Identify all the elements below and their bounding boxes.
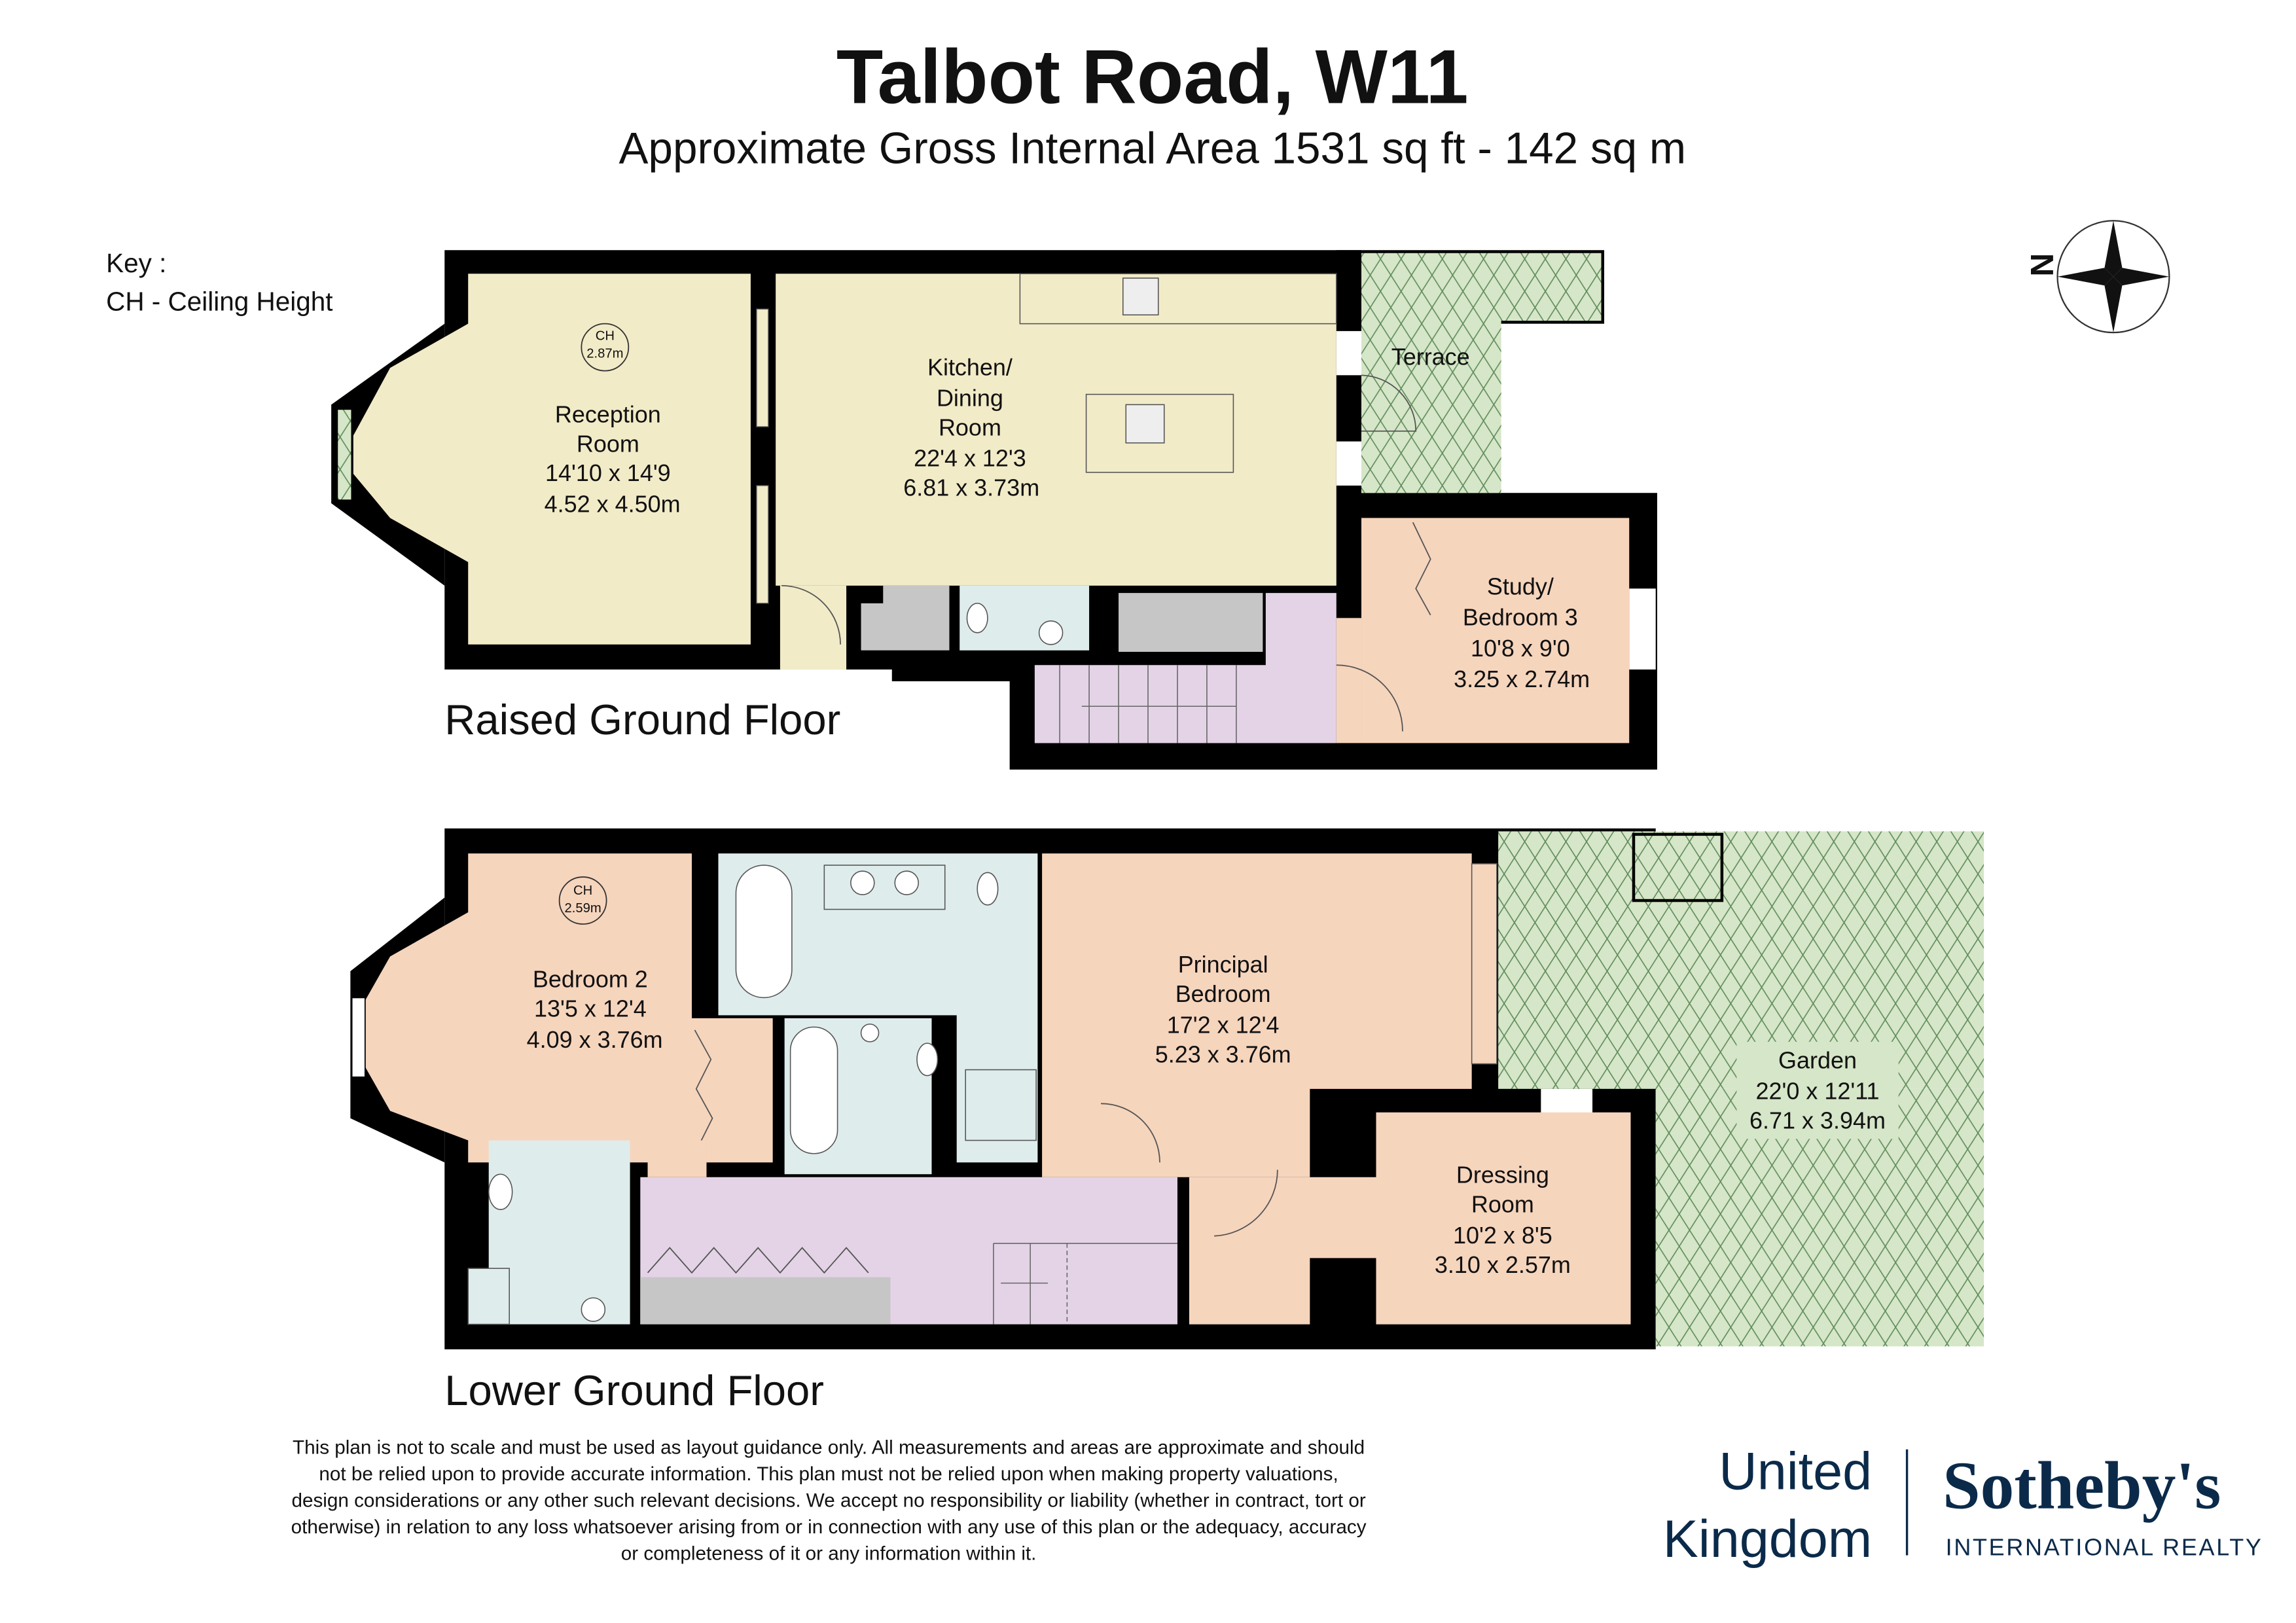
- svg-text:CH: CH: [596, 329, 615, 343]
- reception-room: [353, 274, 751, 645]
- room-label-bedroom-2: Bedroom 2 13'5 x 12'4 4.09 x 3.76m: [527, 966, 663, 1053]
- stairs: [1034, 593, 1336, 743]
- svg-text:10'2 x 8'5: 10'2 x 8'5: [1453, 1222, 1552, 1249]
- principal-bedroom: [1042, 853, 1472, 1177]
- svg-text:2.87m: 2.87m: [586, 346, 623, 361]
- hob-icon: [1125, 404, 1165, 444]
- room-label-terrace: Terrace: [1391, 344, 1470, 370]
- basin-icon: [1038, 620, 1064, 645]
- svg-text:not be relied upon to provide: not be relied upon to provide accurate i…: [319, 1463, 1338, 1485]
- kitchen-dining-room: [776, 274, 1336, 586]
- room-label-principal: Principal Bedroom 17'2 x 12'4 5.23 x 3.7…: [1155, 951, 1291, 1067]
- svg-text:22'4 x 12'3: 22'4 x 12'3: [914, 445, 1026, 472]
- svg-text:CH: CH: [573, 883, 592, 898]
- floor-label-raised-ground: Raised Ground Floor: [444, 696, 840, 743]
- ensuite: [488, 1140, 630, 1325]
- terrace-area: [1361, 253, 1602, 493]
- svg-text:2.59m: 2.59m: [565, 901, 601, 916]
- bathtub-icon: [735, 865, 793, 999]
- svg-text:Dressing: Dressing: [1456, 1162, 1549, 1188]
- study-bedroom-3: [1361, 518, 1630, 743]
- floor-label-lower-ground: Lower Ground Floor: [444, 1366, 824, 1414]
- room-label-garden: Garden 22'0 x 12'11 6.71 x 3.94m: [1736, 1041, 1899, 1139]
- svg-text:Dining: Dining: [937, 385, 1003, 412]
- shower-icon: [965, 1069, 1037, 1141]
- svg-text:This plan is not to scale and: This plan is not to scale and must be us…: [293, 1436, 1365, 1458]
- page-subtitle: Approximate Gross Internal Area 1531 sq …: [619, 124, 1686, 173]
- compass-rose-icon: N: [2024, 220, 2170, 334]
- svg-text:Study/: Study/: [1487, 573, 1554, 599]
- bedroom-2: [365, 853, 773, 1163]
- dressing-room: [1189, 1112, 1631, 1325]
- svg-text:or completeness of it or any i: or completeness of it or any information…: [621, 1543, 1037, 1564]
- svg-text:13'5 x 12'4: 13'5 x 12'4: [534, 995, 647, 1022]
- disclaimer: This plan is not to scale and must be us…: [291, 1436, 1367, 1564]
- svg-text:Garden: Garden: [1778, 1046, 1857, 1073]
- sothebys-logo: United Kingdom Sotheby's INTERNATIONAL R…: [1663, 1442, 2263, 1569]
- svg-text:Kingdom: Kingdom: [1663, 1510, 1872, 1569]
- svg-text:United: United: [1719, 1442, 1872, 1501]
- raised-ground-floor-plan: CH 2.87m Reception Room 14'10 x 14'9 4.5…: [331, 250, 1657, 770]
- ceiling-height-badge: CH 2.87m: [581, 323, 630, 372]
- room-label-reception: Reception Room 14'10 x 14'9 4.52 x 4.50m: [545, 401, 681, 517]
- svg-text:Kitchen/: Kitchen/: [927, 353, 1013, 380]
- svg-text:4.09 x 3.76m: 4.09 x 3.76m: [527, 1026, 663, 1053]
- svg-text:Sotheby's: Sotheby's: [1943, 1449, 2221, 1524]
- ceiling-height-badge: CH 2.59m: [558, 876, 607, 925]
- key-entry: CH - Ceiling Height: [106, 286, 332, 316]
- svg-text:6.81 x 3.73m: 6.81 x 3.73m: [903, 474, 1039, 501]
- lower-ground-floor-plan: CH 2.59m Bedroom 2 13'5 x 12'4 4.09 x 3.…: [350, 828, 1984, 1414]
- svg-text:INTERNATIONAL REALTY: INTERNATIONAL REALTY: [1946, 1534, 2263, 1561]
- svg-text:3.25 x 2.74m: 3.25 x 2.74m: [1454, 666, 1590, 692]
- svg-text:17'2 x 12'4: 17'2 x 12'4: [1167, 1011, 1280, 1038]
- compass-north-label: N: [2024, 253, 2060, 277]
- wardrobe: [640, 1277, 891, 1325]
- svg-text:6.71 x 3.94m: 6.71 x 3.94m: [1749, 1107, 1886, 1134]
- sink-icon: [1122, 277, 1159, 315]
- svg-text:Bedroom 3: Bedroom 3: [1463, 604, 1578, 631]
- svg-text:4.52 x 4.50m: 4.52 x 4.50m: [545, 490, 681, 517]
- svg-text:Bedroom 2: Bedroom 2: [533, 966, 648, 993]
- svg-text:22'0 x 12'11: 22'0 x 12'11: [1755, 1078, 1879, 1105]
- svg-text:14'10 x 14'9: 14'10 x 14'9: [545, 459, 671, 486]
- svg-text:3.10 x 2.57m: 3.10 x 2.57m: [1435, 1251, 1571, 1278]
- family-bathroom: [718, 853, 1038, 1163]
- room-label-dressing: Dressing Room 10'2 x 8'5 3.10 x 2.57m: [1435, 1162, 1571, 1278]
- svg-text:Principal: Principal: [1178, 951, 1268, 978]
- key-title: Key :: [106, 248, 166, 278]
- svg-text:otherwise) in relation to any: otherwise) in relation to any loss whats…: [291, 1516, 1367, 1538]
- svg-text:design considerations or any o: design considerations or any other such …: [291, 1489, 1365, 1511]
- svg-text:Room: Room: [939, 414, 1001, 441]
- svg-text:10'8 x 9'0: 10'8 x 9'0: [1471, 635, 1570, 662]
- svg-text:Room: Room: [1471, 1191, 1534, 1218]
- toilet-icon: [966, 603, 988, 633]
- svg-text:Room: Room: [577, 430, 639, 457]
- svg-text:5.23 x 3.76m: 5.23 x 3.76m: [1155, 1041, 1291, 1067]
- svg-text:Reception: Reception: [555, 401, 661, 427]
- svg-text:Bedroom: Bedroom: [1175, 980, 1271, 1007]
- page-title: Talbot Road, W11: [836, 33, 1469, 119]
- room-label-kitchen: Kitchen/ Dining Room 22'4 x 12'3 6.81 x …: [903, 353, 1039, 501]
- room-label-study: Study/ Bedroom 3 10'8 x 9'0 3.25 x 2.74m: [1454, 573, 1590, 692]
